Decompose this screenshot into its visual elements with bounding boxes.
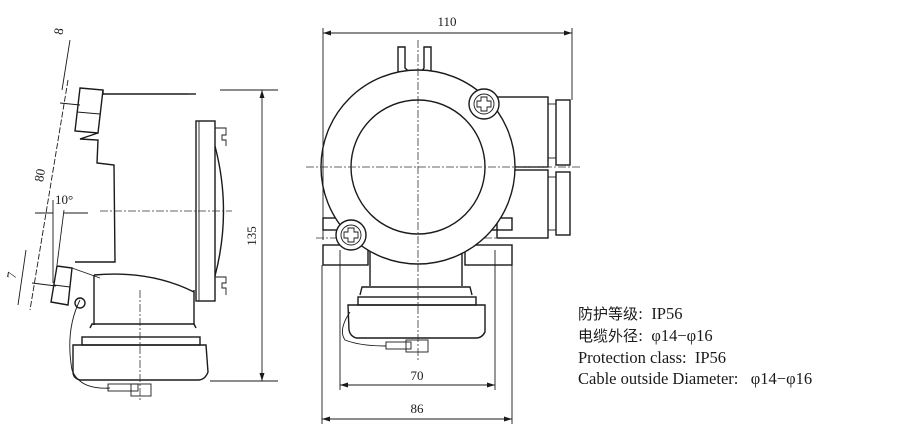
dim-label-80: 80 xyxy=(31,168,48,183)
side-cover-flange xyxy=(188,93,227,302)
spec-label: Protection class: xyxy=(578,348,687,367)
spec-value: IP56 xyxy=(694,348,727,367)
dim-label-70: 70 xyxy=(411,368,424,383)
dim-label-8: 8 xyxy=(51,27,67,36)
spec-label: 电缆外径: xyxy=(578,327,644,345)
spec-cable-diameter-en: Cable outside Diameter: φ14−φ16 xyxy=(578,368,812,389)
dim-spacing-80: 80 xyxy=(29,79,81,311)
dim-width-70: 70 xyxy=(339,250,496,390)
dim-label-110: 110 xyxy=(437,14,456,29)
dim-width-110: 110 xyxy=(322,14,573,240)
spec-label: Cable outside Diameter: xyxy=(578,369,739,388)
dim-width-7: 7 xyxy=(4,249,27,306)
front-view: 110 70 86 xyxy=(306,14,582,424)
dim-label-135: 135 xyxy=(244,226,259,246)
dim-width-86: 86 xyxy=(321,265,513,424)
side-connector xyxy=(69,297,209,397)
side-neck xyxy=(93,273,195,325)
dim-label-86: 86 xyxy=(411,401,425,416)
spec-value: φ14−φ16 xyxy=(651,326,713,345)
spec-value: IP56 xyxy=(651,304,683,323)
dim-label-7: 7 xyxy=(4,270,20,279)
front-neck xyxy=(369,248,463,286)
spec-protection-en: Protection class: IP56 xyxy=(578,347,812,368)
dim-angle-10: 10° xyxy=(35,192,88,283)
spec-label: 防护等级: xyxy=(578,305,644,323)
side-bottom-gland xyxy=(50,265,101,306)
front-connector xyxy=(341,286,486,353)
spec-cable-diameter-cn: 电缆外径: φ14−φ16 xyxy=(578,325,812,347)
front-screw-top-right xyxy=(468,88,500,120)
side-top-gland xyxy=(74,87,104,134)
side-body-outline xyxy=(75,90,188,263)
spec-value: φ14−φ16 xyxy=(750,369,813,388)
dim-label-10deg: 10° xyxy=(55,192,73,207)
dim-width-8: 8 xyxy=(51,27,71,91)
dim-height-135: 135 xyxy=(210,89,278,382)
specifications-block: 防护等级: IP56 电缆外径: φ14−φ16 Protection clas… xyxy=(578,303,812,389)
spec-protection-cn: 防护等级: IP56 xyxy=(578,303,812,325)
front-screw-bottom-left xyxy=(335,219,367,251)
side-view: 135 80 8 10° 7 xyxy=(4,27,278,400)
